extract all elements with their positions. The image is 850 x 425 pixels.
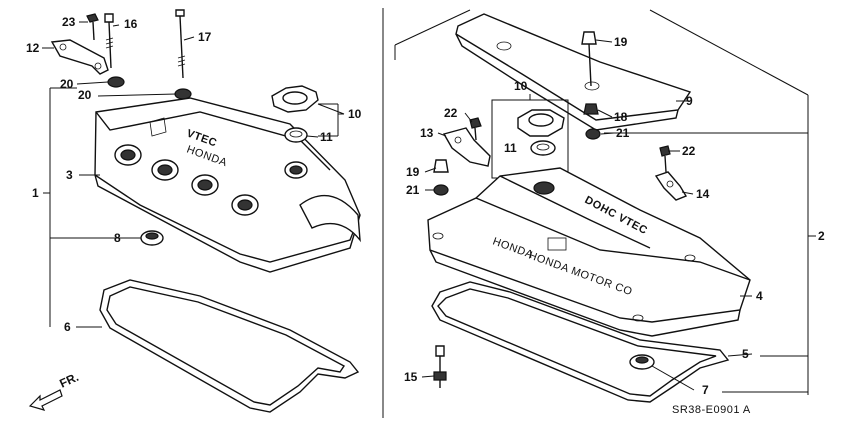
label-10-right: 10	[514, 79, 528, 93]
label-18: 18	[614, 110, 628, 124]
label-14: 14	[696, 187, 710, 201]
label-9: 9	[686, 94, 693, 108]
label-19-left: 19	[406, 165, 420, 179]
label-1: 1	[32, 186, 39, 200]
label-22-left: 22	[444, 106, 458, 120]
right-bracket-lines	[394, 9, 816, 395]
label-11-left: 11	[320, 130, 333, 144]
label-4: 4	[756, 289, 763, 303]
ignition-coil-cover-9	[455, 13, 692, 131]
seal-11-left	[284, 127, 308, 143]
diagram-code: SR38-E0901 A	[672, 404, 751, 416]
label-13: 13	[420, 126, 434, 140]
head-cover-3: VTEC HONDA	[94, 97, 361, 273]
label-15: 15	[404, 370, 418, 384]
label-17: 17	[198, 30, 212, 44]
bolt-23	[86, 13, 99, 41]
nut-18	[583, 103, 599, 115]
washer-21-left	[433, 184, 449, 196]
label-2: 2	[818, 229, 825, 243]
label-10-left: 10	[348, 107, 362, 121]
left-leaders	[42, 21, 345, 328]
bracket-14	[654, 171, 688, 201]
oil-cap-10-left	[271, 85, 319, 113]
label-6: 6	[64, 320, 71, 334]
seal-7	[629, 354, 655, 370]
label-8: 8	[114, 231, 121, 245]
label-7: 7	[702, 383, 709, 397]
label-16: 16	[124, 17, 138, 31]
label-11-right: 11	[504, 141, 517, 155]
bolt-19-top	[581, 31, 597, 87]
right-leaders	[421, 39, 753, 391]
head-cover-4: DOHC VTEC HONDA HONDA MOTOR CO	[427, 167, 751, 337]
stud-16	[104, 13, 114, 69]
stud-15	[433, 345, 447, 388]
label-5: 5	[742, 347, 749, 361]
bolt-19-left	[433, 159, 449, 173]
label-12: 12	[26, 41, 40, 55]
left-assembly: VTEC HONDA	[26, 9, 362, 413]
bracket-13	[442, 127, 491, 167]
bolt-22-right	[659, 145, 671, 173]
fr-label: FR.	[57, 370, 80, 391]
bolt-17	[175, 9, 186, 79]
label-21-top: 21	[616, 126, 630, 140]
right-assembly: DOHC VTEC HONDA HONDA MOTOR CO	[394, 9, 825, 416]
bracket-12	[50, 39, 109, 75]
label-3: 3	[66, 168, 73, 182]
label-19-top: 19	[614, 35, 628, 49]
washer-20b	[174, 88, 192, 100]
washer-20a	[107, 76, 125, 88]
bolt-22-left	[469, 117, 482, 141]
front-direction-arrow: FR.	[28, 370, 81, 411]
label-21-left: 21	[406, 183, 420, 197]
gasket-6	[99, 279, 360, 413]
oil-cap-10-right	[517, 109, 565, 137]
gasket-5	[431, 281, 730, 403]
washer-21-top	[585, 128, 601, 140]
label-22-right: 22	[682, 144, 696, 158]
label-20-a: 20	[60, 77, 74, 91]
label-20-b: 20	[78, 88, 92, 102]
label-23: 23	[62, 15, 76, 29]
seal-11-right	[530, 140, 556, 156]
seal-8	[140, 230, 164, 246]
